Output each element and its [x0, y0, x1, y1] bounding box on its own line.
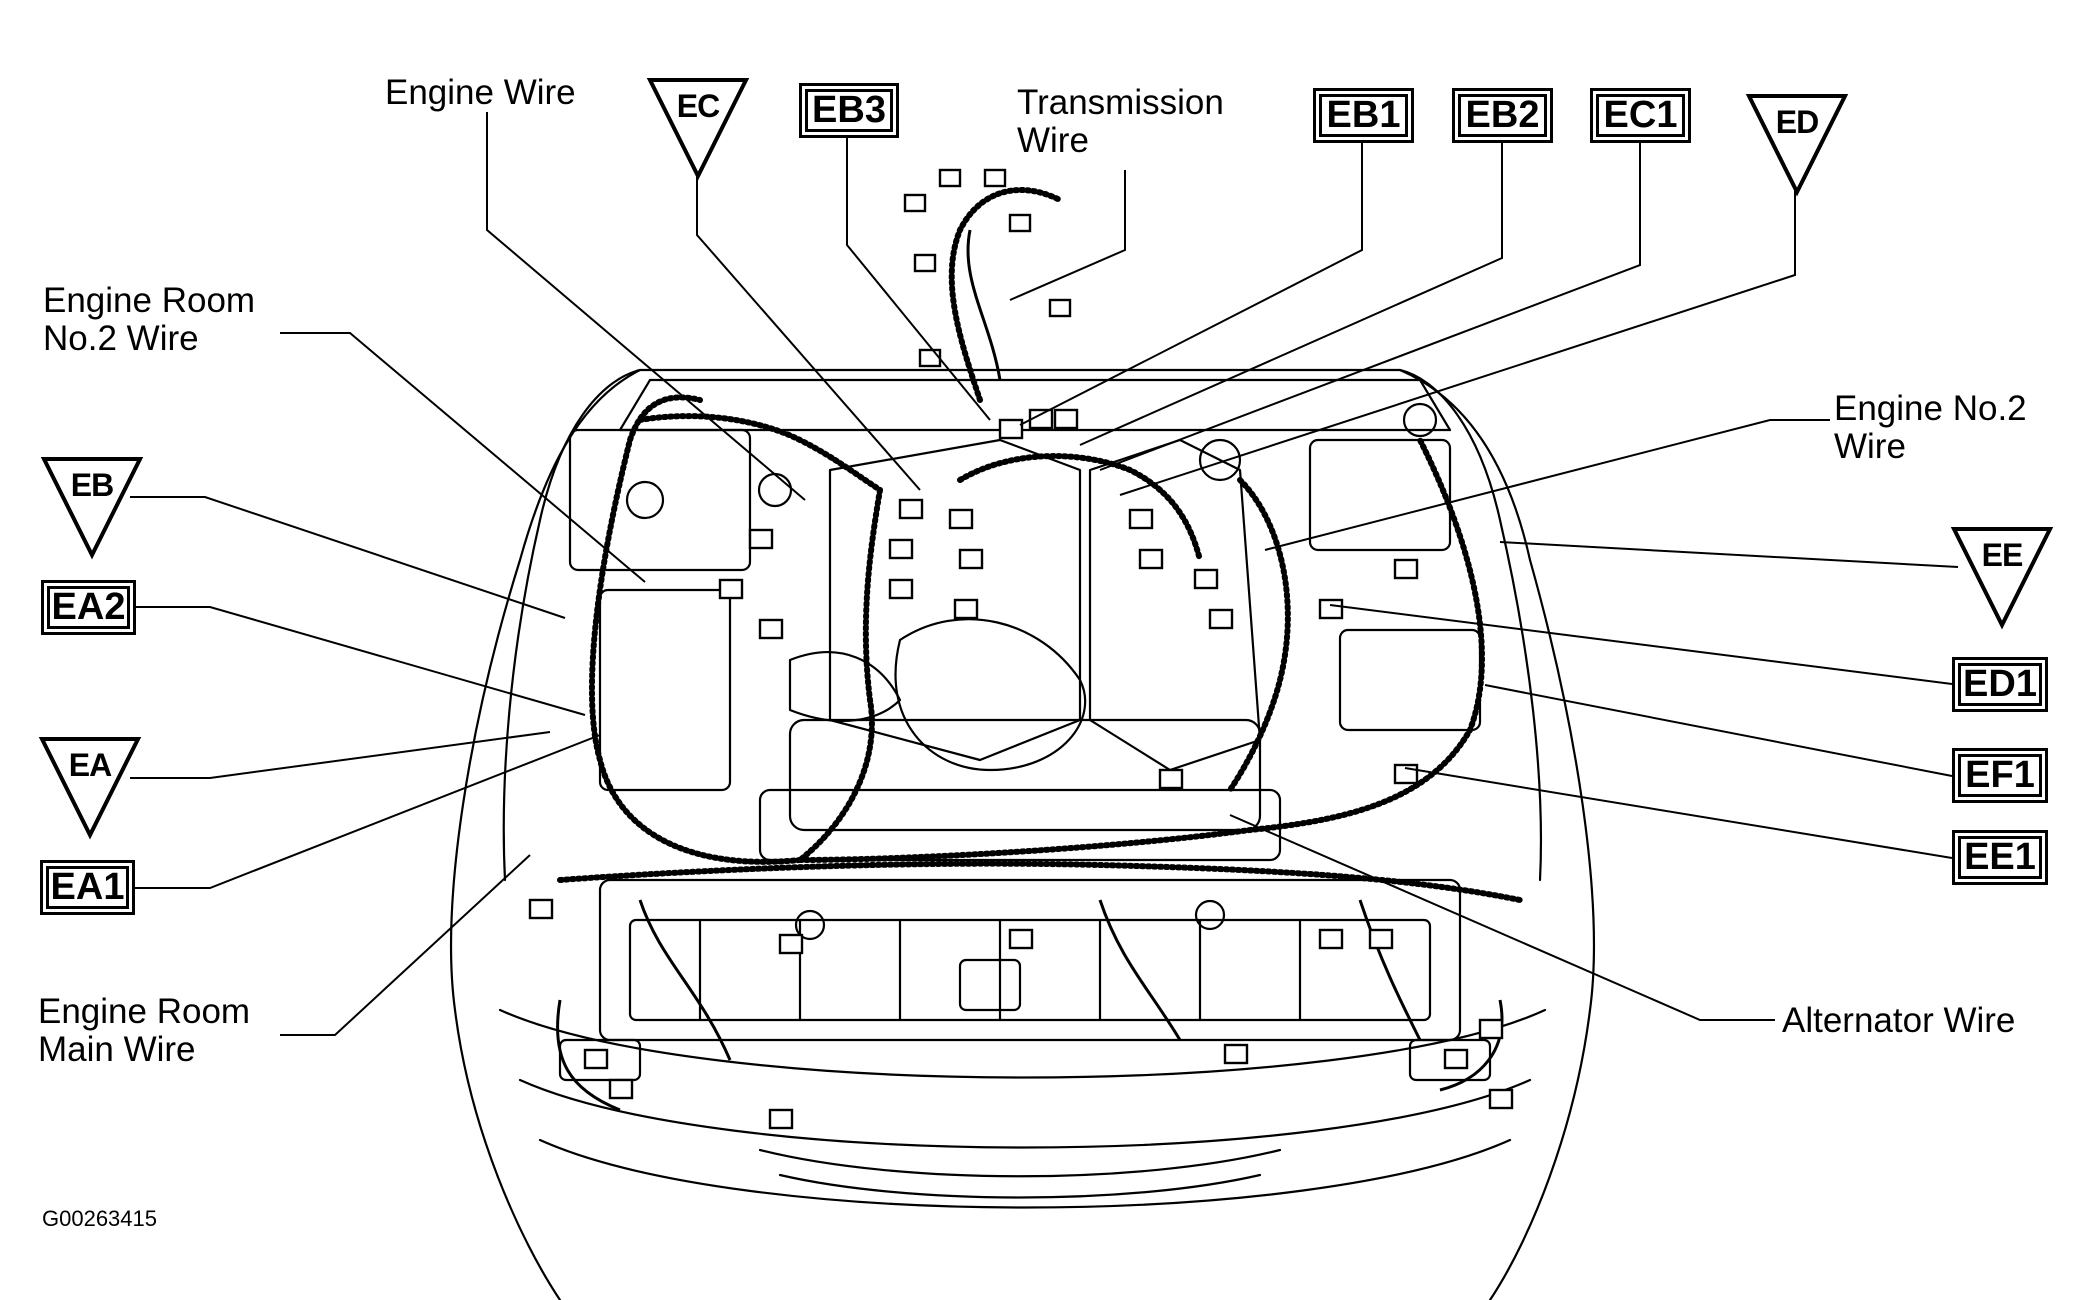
leader-ef1 — [1484, 684, 1953, 777]
ground-triangle-ec: EC — [646, 76, 750, 186]
label-engine-no2-wire-line2: Wire — [1834, 427, 1906, 466]
leader-ea1 — [135, 734, 601, 889]
harness-engine-top — [957, 453, 1203, 563]
leader-ec1 — [1099, 137, 1641, 471]
left-fender-block — [568, 428, 752, 572]
harness-right-side — [1227, 477, 1291, 793]
label-alternator-wire: Alternator Wire — [1782, 1002, 2015, 1040]
leader-ee1 — [1404, 767, 1953, 859]
leader-engine-no2 — [1264, 419, 1830, 551]
radiator-core — [628, 918, 1432, 1022]
right-fuse-box — [1338, 628, 1482, 732]
leader-ec — [696, 160, 921, 491]
connector-box-eb3: EB3 — [799, 83, 899, 138]
leader-engine-room-no2 — [280, 332, 646, 583]
harness-left-engine — [797, 487, 883, 863]
hood-opening-left — [502, 368, 642, 882]
label-engine-room-main-wire: Engine Room Main Wire — [38, 993, 250, 1069]
ground-triangle-ed: ED — [1745, 92, 1849, 202]
right-reservoir — [1308, 438, 1452, 552]
bumper-slot — [758, 1148, 1282, 1178]
label-alternator-wire-line1: Alternator Wire — [1782, 1001, 2016, 1040]
intake-plenum — [894, 618, 1087, 772]
leader-ed — [1119, 175, 1796, 496]
label-engine-room-no2-wire: Engine Room No.2 Wire — [43, 282, 255, 358]
front-cover — [788, 718, 1262, 832]
ground-triangle-ee-label: EE — [1981, 537, 2024, 573]
leader-eb2 — [1079, 137, 1503, 446]
connector-box-eb1: EB1 — [1313, 88, 1414, 143]
label-engine-room-no2-wire-line2: No.2 Wire — [43, 319, 199, 358]
ground-triangle-eb-label: EB — [70, 467, 114, 503]
leader-engine-wire — [486, 112, 806, 501]
connector-box-ea1: EA1 — [40, 860, 135, 915]
leader-eb — [130, 496, 566, 619]
figure-id: G00263415 — [42, 1206, 157, 1231]
front-bumper-lower — [538, 1138, 1512, 1209]
ground-triangle-ea-label: EA — [68, 747, 112, 783]
firewall — [618, 378, 1452, 432]
label-transmission-wire-line1: Transmission — [1017, 83, 1224, 122]
label-transmission-wire-line2: Wire — [1017, 121, 1089, 160]
ground-triangle-ea: EA — [38, 735, 142, 845]
leader-engine-room-main — [280, 854, 531, 1036]
connector-box-ef1: EF1 — [1952, 748, 2048, 803]
label-engine-wire: Engine Wire — [385, 74, 576, 112]
bumper-slot-2 — [778, 1173, 1262, 1199]
car-body-outline — [450, 368, 1595, 1300]
leader-transmission-wire — [1009, 170, 1126, 301]
ground-triangle-ed-label: ED — [1775, 104, 1819, 140]
label-engine-wire-line1: Engine Wire — [385, 73, 576, 112]
connector-box-ea2: EA2 — [41, 580, 136, 635]
ground-triangle-ee: EE — [1950, 525, 2054, 635]
label-engine-room-no2-wire-line1: Engine Room — [43, 281, 256, 320]
label-transmission-wire: Transmission Wire — [1017, 84, 1224, 160]
leader-eb1 — [1019, 137, 1363, 426]
leader-eb3 — [846, 130, 991, 421]
ground-triangle-eb: EB — [40, 455, 144, 565]
front-bumper-mid — [518, 1078, 1532, 1149]
leader-ed1 — [1329, 604, 1953, 685]
harness-front-run — [557, 860, 1523, 903]
connector-box-ed1: ED1 — [1952, 657, 2048, 712]
connector-box-eb2: EB2 — [1452, 88, 1553, 143]
hood-opening-right — [1398, 368, 1543, 882]
air-cleaner-box — [598, 588, 732, 792]
leader-ee — [1499, 541, 1959, 568]
radiator-support — [598, 878, 1462, 1042]
harness-transmission — [948, 187, 1063, 403]
front-bumper-upper — [498, 1008, 1547, 1079]
leader-ea2 — [135, 606, 586, 716]
connector-box-ee1: EE1 — [1952, 830, 2048, 885]
label-engine-room-main-wire-line1: Engine Room — [38, 992, 251, 1031]
leader-ea — [130, 731, 551, 779]
label-engine-no2-wire: Engine No.2 Wire — [1834, 390, 2027, 466]
connector-box-ec1: EC1 — [1590, 88, 1691, 143]
label-engine-no2-wire-line1: Engine No.2 — [1834, 389, 2027, 428]
ground-triangle-ec-label: EC — [676, 88, 720, 124]
leader-alternator — [1229, 814, 1775, 1021]
harness-left-fender — [637, 413, 883, 493]
label-engine-room-main-wire-line2: Main Wire — [38, 1030, 196, 1069]
harness-main-loop — [797, 437, 1485, 863]
